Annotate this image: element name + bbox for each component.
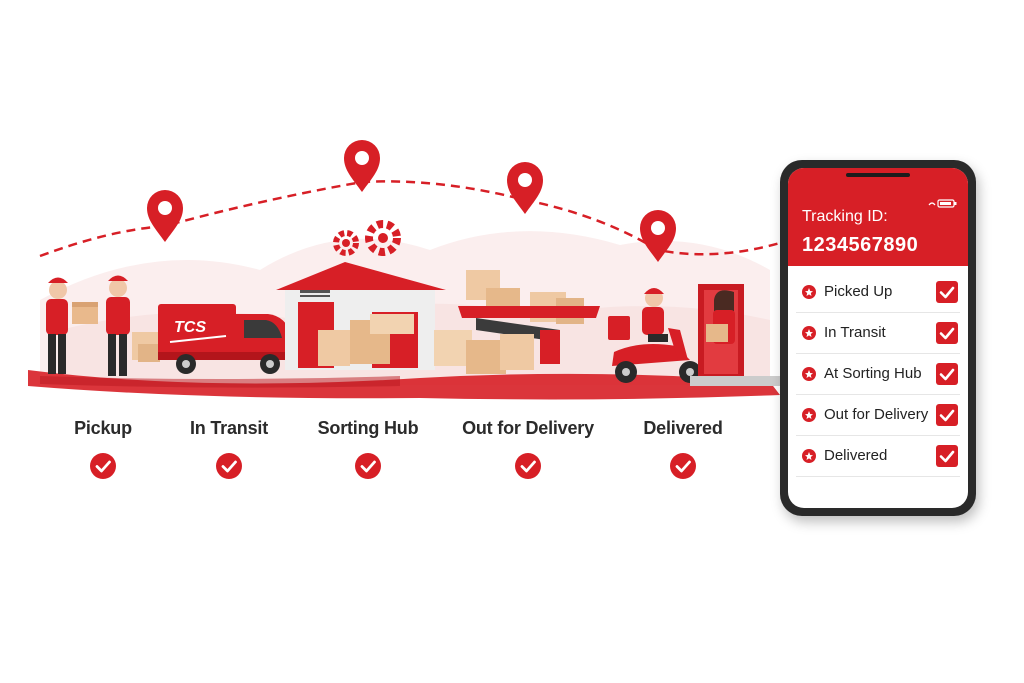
star-badge-icon — [802, 408, 816, 422]
check-circle-icon — [90, 453, 116, 479]
stage-label: Pickup — [74, 418, 132, 438]
gear-icon — [333, 230, 359, 256]
ground — [28, 370, 780, 400]
star-badge-icon — [802, 326, 816, 340]
list-item: Picked Up — [796, 272, 960, 313]
conveyor-boxes — [434, 270, 600, 374]
list-item: In Transit — [796, 313, 960, 354]
tracking-id-label: Tracking ID: — [802, 208, 888, 225]
status-list: Picked Up In Transit — [788, 272, 968, 477]
check-circle-icon — [216, 453, 242, 479]
status-label: Out for Delivery — [824, 406, 929, 423]
porch — [690, 376, 780, 386]
phone-speaker — [846, 173, 910, 177]
status-label: In Transit — [824, 324, 886, 341]
delivery-truck: TCS — [158, 304, 298, 374]
location-pin-icon — [507, 162, 543, 214]
location-pin-icon — [147, 190, 183, 242]
checkbox-checked-icon[interactable] — [936, 445, 958, 467]
location-pin-icon — [640, 210, 676, 262]
star-badge-icon — [802, 285, 816, 299]
checkbox-checked-icon[interactable] — [936, 404, 958, 426]
stage-label: Sorting Hub — [317, 418, 419, 438]
list-item: At Sorting Hub — [796, 354, 960, 395]
check-circle-icon — [355, 453, 381, 479]
checkbox-checked-icon[interactable] — [936, 363, 958, 385]
status-label: Picked Up — [824, 283, 893, 300]
checkbox-checked-icon[interactable] — [936, 281, 958, 303]
warehouse — [276, 262, 446, 370]
battery-icon — [928, 199, 957, 208]
check-circle-icon — [515, 453, 541, 479]
stage-label: Out for Delivery — [462, 418, 594, 438]
list-item: Out for Delivery — [796, 395, 960, 436]
stage-sorting-hub: Sorting Hub — [293, 418, 443, 484]
status-label: At Sorting Hub — [824, 365, 922, 382]
stage-label: In Transit — [189, 418, 269, 438]
phone-screen: Tracking ID: 1234567890 Picked Up In Tra… — [788, 168, 968, 508]
tracking-header: Tracking ID: 1234567890 — [788, 168, 968, 266]
tracking-id-value: 1234567890 — [802, 234, 919, 256]
gear-icon — [365, 220, 401, 256]
stage-out-for-delivery: Out for Delivery — [453, 418, 603, 484]
truck-logo: TCS — [174, 319, 206, 336]
star-badge-icon — [802, 449, 816, 463]
delivery-door — [698, 284, 744, 376]
stage-label: Delivered — [643, 418, 723, 438]
delivery-scooter — [608, 288, 701, 383]
check-circle-icon — [670, 453, 696, 479]
list-item: Delivered — [796, 436, 960, 477]
location-pin-icon — [344, 140, 380, 192]
pickup-workers — [46, 275, 160, 376]
phone-mockup: Tracking ID: 1234567890 Picked Up In Tra… — [780, 160, 976, 516]
checkbox-checked-icon[interactable] — [936, 322, 958, 344]
stage-in-transit: In Transit — [154, 418, 304, 484]
stage-pickup: Pickup — [28, 418, 178, 484]
stage-labels: Pickup In Transit Sorting Hub Out for De… — [0, 418, 780, 488]
star-badge-icon — [802, 367, 816, 381]
stage-delivered: Delivered — [608, 418, 758, 484]
status-label: Delivered — [824, 447, 888, 464]
